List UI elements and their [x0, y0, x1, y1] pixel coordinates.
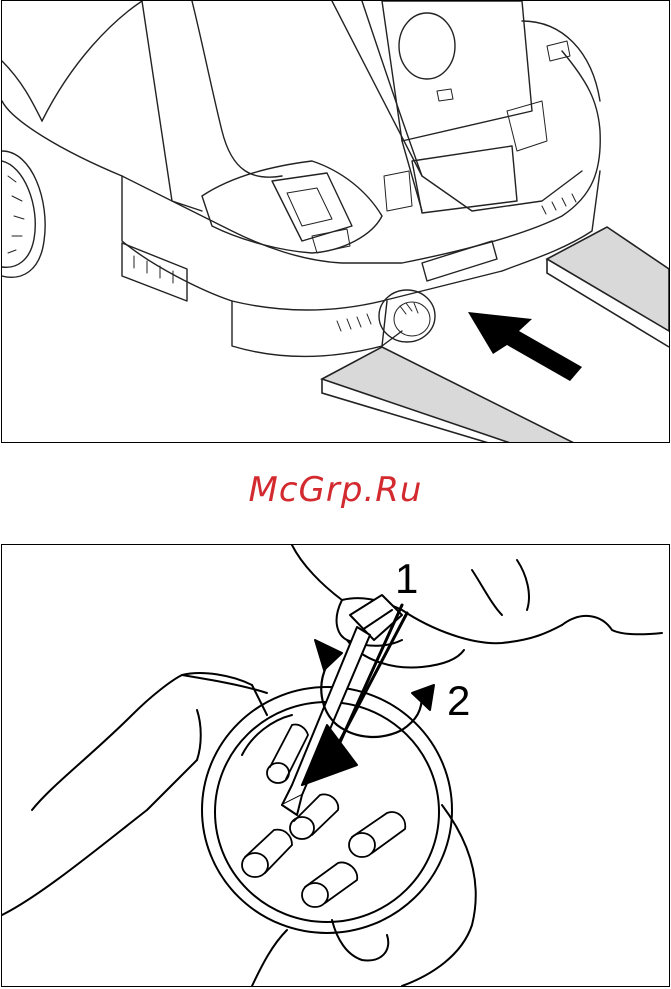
watermark-text: McGrp.Ru [0, 470, 671, 510]
figure-top-panel [1, 0, 670, 443]
mains-plug-illustration [2, 545, 669, 986]
step-label-2: 2 [447, 677, 470, 725]
push-direction-arrow [468, 312, 582, 381]
figure-bottom-panel [1, 544, 670, 987]
step-label-1: 1 [395, 555, 418, 603]
pressure-washer-rear-illustration [2, 1, 669, 442]
